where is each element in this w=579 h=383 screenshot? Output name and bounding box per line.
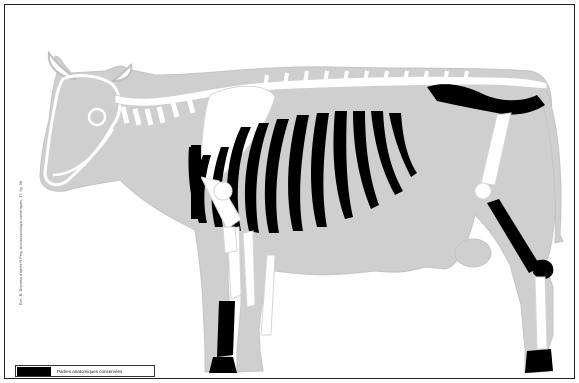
legend-swatch [17,367,51,376]
image-credit: Ech. R. Bruneau d'après R.Pery, Archaeoz… [19,181,23,305]
cow-skeleton-diagram [5,5,576,380]
metacarpal [217,301,235,357]
legend: Parties anatomiques conservées [15,365,155,377]
figure-frame: Ech. R. Bruneau d'après R.Pery, Archaeoz… [4,4,575,379]
hind-phalanges [525,349,553,373]
legend-label: Parties anatomiques conservées [57,369,122,374]
phalanges [209,357,237,373]
radius [191,145,201,219]
patella [475,183,491,199]
tarsal [533,260,553,279]
